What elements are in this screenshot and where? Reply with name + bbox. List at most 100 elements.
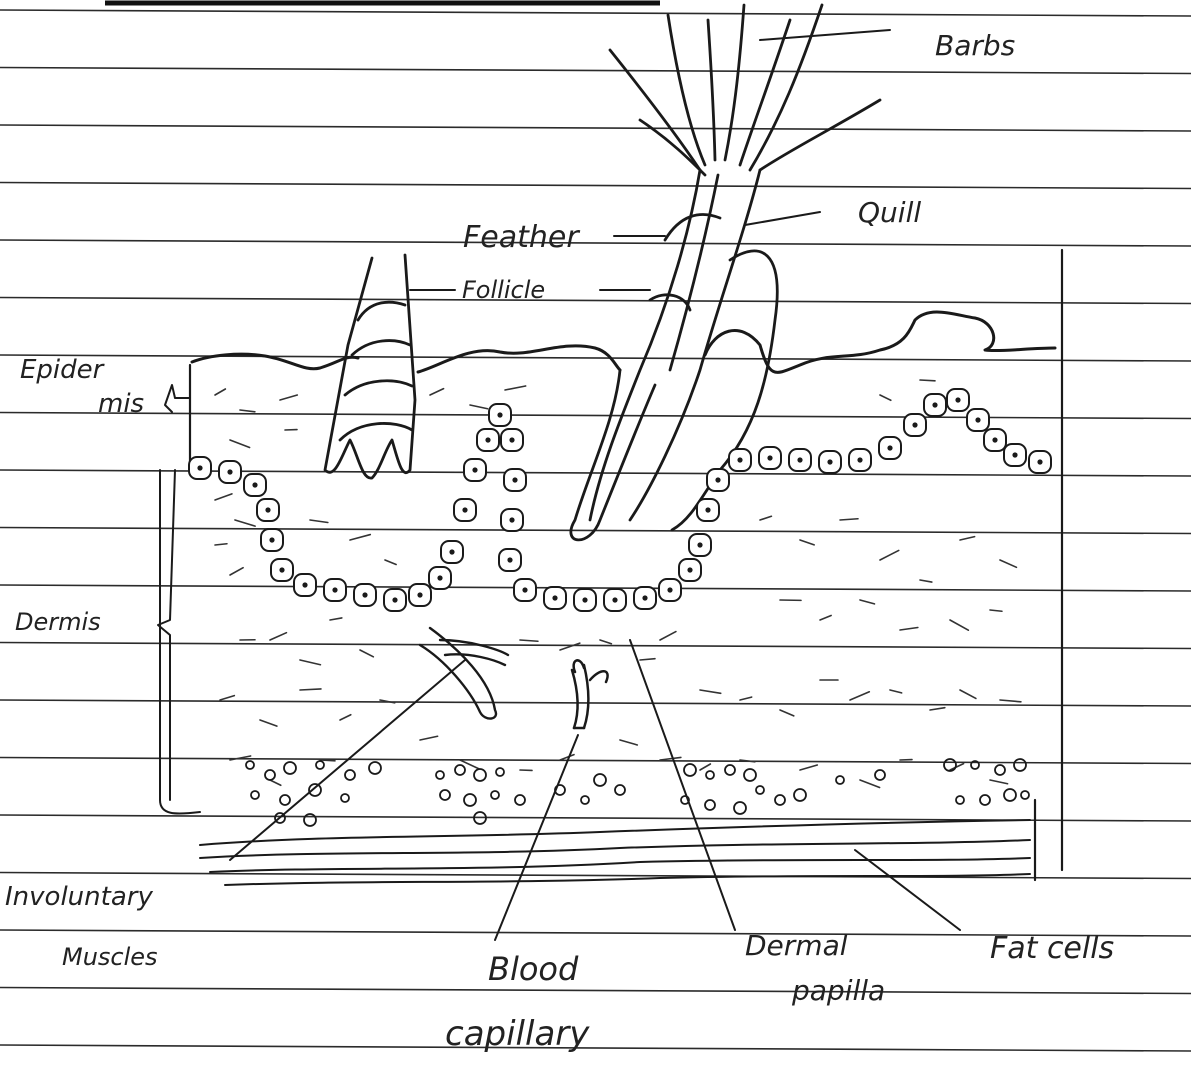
cell-nucleus bbox=[932, 402, 937, 407]
cell-nucleus bbox=[737, 457, 742, 462]
dermis-dash bbox=[620, 740, 637, 745]
cell-nucleus bbox=[302, 582, 307, 587]
fat-cell bbox=[775, 795, 785, 805]
cell-nucleus bbox=[252, 482, 257, 487]
cell-nucleus bbox=[715, 477, 720, 482]
dermis-dash bbox=[640, 659, 655, 660]
dermis-dash bbox=[660, 757, 681, 760]
cell-nucleus bbox=[509, 517, 514, 522]
cell-nucleus bbox=[462, 507, 467, 512]
dermis-dash bbox=[890, 690, 902, 693]
dermis-dash bbox=[215, 389, 225, 395]
dermis-dash bbox=[1000, 560, 1016, 567]
cell-nucleus bbox=[642, 595, 647, 600]
ruled-line bbox=[0, 643, 1191, 649]
ruled-line bbox=[0, 585, 1191, 591]
cell-nucleus bbox=[582, 597, 587, 602]
cell-nucleus bbox=[667, 587, 672, 592]
cell-nucleus bbox=[507, 557, 512, 562]
cell-nucleus bbox=[417, 592, 422, 597]
label-blood-line2: capillary bbox=[445, 1014, 590, 1054]
fat-cell bbox=[246, 761, 254, 769]
dermis-dash bbox=[235, 520, 255, 526]
dermis-dash bbox=[840, 519, 858, 520]
label-involuntary-line2: Muscles bbox=[62, 943, 158, 971]
ruled-line bbox=[0, 355, 1191, 361]
blood-capillary-drawing bbox=[572, 660, 608, 728]
label-barbs: Barbs bbox=[935, 29, 1015, 62]
involuntary-muscle-drawing bbox=[420, 628, 508, 719]
label-follicle: Follicle bbox=[462, 276, 545, 304]
cell-nucleus bbox=[362, 592, 367, 597]
dermis-dash bbox=[215, 494, 232, 500]
fat-cell bbox=[684, 764, 696, 776]
ruled-line bbox=[0, 125, 1191, 131]
fat-cell bbox=[705, 800, 715, 810]
dermis-dash bbox=[1000, 700, 1021, 702]
fat-cell bbox=[794, 789, 806, 801]
ruled-line bbox=[0, 1045, 1191, 1051]
cell-nucleus bbox=[392, 597, 397, 602]
cell-nucleus bbox=[827, 459, 832, 464]
cell-nucleus bbox=[797, 457, 802, 462]
cell-nucleus bbox=[975, 417, 980, 422]
cell-nucleus bbox=[887, 445, 892, 450]
dermis-dash bbox=[920, 580, 932, 582]
dermis-dash bbox=[800, 540, 814, 545]
dermis-dash bbox=[260, 720, 277, 726]
cell-nucleus bbox=[509, 437, 514, 442]
fat-cell bbox=[280, 795, 290, 805]
fat-cell bbox=[455, 765, 465, 775]
dermis-dash bbox=[470, 405, 488, 409]
label-dermal-line1: Dermal bbox=[745, 929, 848, 962]
dermis-dash bbox=[300, 689, 321, 690]
cell-nucleus bbox=[449, 549, 454, 554]
cell-nucleus bbox=[522, 587, 527, 592]
leader-lines bbox=[158, 30, 960, 940]
dermis-dash bbox=[860, 600, 874, 604]
fat-cell bbox=[464, 794, 476, 806]
cell-nucleus bbox=[705, 507, 710, 512]
dermis-dash bbox=[660, 632, 676, 640]
dermis-dash bbox=[930, 708, 945, 710]
cell-nucleus bbox=[512, 477, 517, 482]
cell-nucleus bbox=[612, 597, 617, 602]
dermis-dash bbox=[350, 535, 370, 540]
ruled-line bbox=[0, 183, 1191, 189]
dermis-dash bbox=[560, 643, 580, 650]
dermis-dash bbox=[430, 389, 444, 395]
ruled-line bbox=[0, 470, 1191, 476]
cell-nucleus bbox=[227, 469, 232, 474]
ruled-line bbox=[0, 68, 1191, 74]
fat-cell bbox=[725, 765, 735, 775]
fat-cell bbox=[345, 770, 355, 780]
ruled-line bbox=[0, 10, 1191, 16]
dermis-dash bbox=[990, 780, 1008, 784]
dermis-dash bbox=[760, 516, 771, 520]
cell-nucleus bbox=[485, 437, 490, 442]
fat-cell bbox=[1004, 789, 1016, 801]
fat-cell bbox=[706, 771, 714, 779]
fat-cell bbox=[1014, 759, 1026, 771]
ruled-line bbox=[0, 240, 1191, 246]
fat-cell bbox=[265, 770, 275, 780]
dermis-dash bbox=[270, 633, 286, 640]
fat-cell bbox=[980, 795, 990, 805]
cell-nucleus bbox=[552, 595, 557, 600]
dermis-dash bbox=[920, 380, 935, 381]
fat-cell bbox=[875, 770, 885, 780]
cell-nucleus bbox=[265, 507, 270, 512]
dermis-dash bbox=[800, 765, 817, 770]
dermis-dash bbox=[270, 780, 281, 785]
fat-cell bbox=[594, 774, 606, 786]
dermis-dash bbox=[300, 660, 320, 665]
dermis-dash bbox=[310, 520, 328, 523]
dermis-dash bbox=[280, 395, 297, 400]
cell-nucleus bbox=[955, 397, 960, 402]
cell-nucleus bbox=[912, 422, 917, 427]
cell-nucleus bbox=[497, 412, 502, 417]
label-epidermis-line1: Epider bbox=[20, 355, 106, 385]
dermis-dash bbox=[700, 764, 710, 770]
ruled-line bbox=[0, 413, 1191, 419]
